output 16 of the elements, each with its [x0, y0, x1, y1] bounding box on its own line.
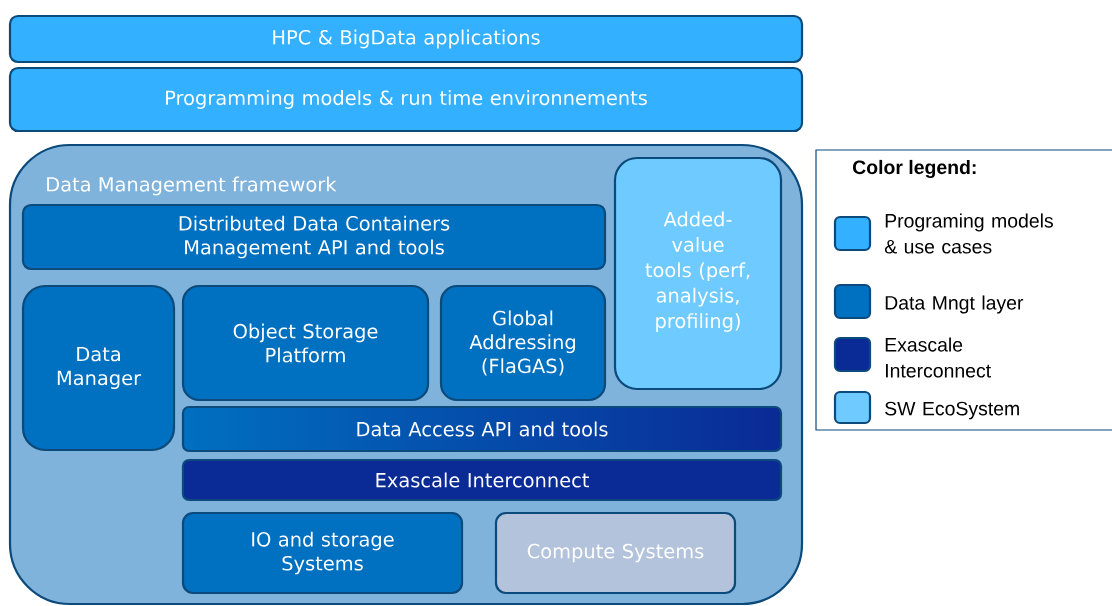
component-box: IO and storage Systems: [181, 511, 464, 595]
component-box: Data Manager: [21, 284, 176, 452]
component-box: Distributed Data Containers Management API and tools: [21, 203, 607, 271]
component-box: Compute Systems: [494, 511, 737, 595]
legend-label: Exascale Interconnect: [885, 337, 991, 378]
component-box: Object Storage Platform: [181, 284, 430, 402]
legend-label: Data Mngt layer: [885, 295, 1024, 314]
legend-title: Color legend:: [853, 159, 976, 179]
layer-bar: Programming models & run time environnements: [8, 66, 804, 133]
legend-label: SW EcoSystem: [885, 401, 1019, 420]
layer-bar: Exascale Interconnect: [181, 458, 783, 502]
layer-bar: HPC & BigData applications: [8, 14, 804, 64]
component-box: Global Addressing (FlaGAS): [439, 284, 607, 402]
layer-bar: Data Access API and tools: [181, 405, 783, 453]
legend-label: Programing models & use cases: [884, 213, 1053, 254]
component-box: Added-value tools (perf, analysis, profiling): [613, 156, 783, 391]
